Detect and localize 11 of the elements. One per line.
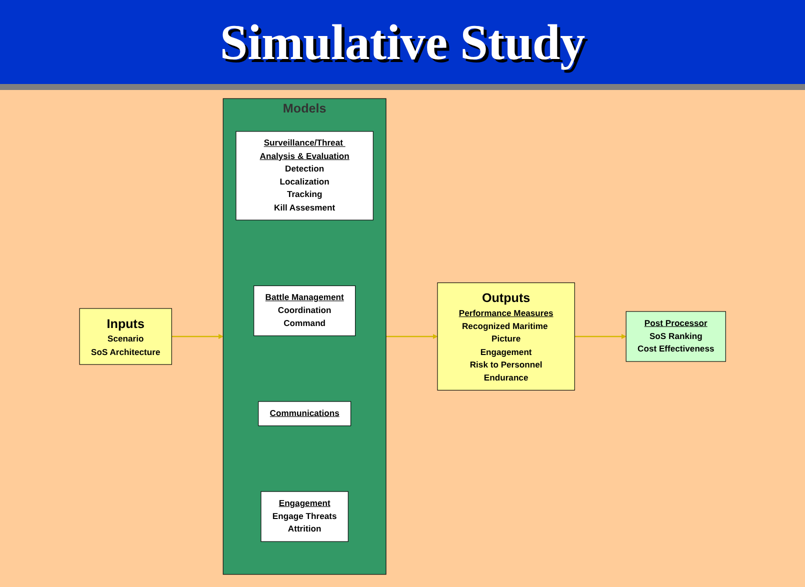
title: Simulative Study <box>220 13 586 71</box>
node-box: Post Processor SoS Ranking Cost Effectiveness <box>626 311 726 362</box>
node-box: Outputs Performance Measures Recognized Maritime Picture Engagement Risk to Personnel Endurance <box>437 282 575 390</box>
node-box: Communications <box>258 401 351 426</box>
arrow <box>172 334 224 339</box>
node-box: Engagement Engage Threats Attrition <box>260 491 348 542</box>
node-box: Inputs Scenario SoS Architecture <box>79 308 172 365</box>
node-box: Battle Management Coordination Command <box>253 285 356 336</box>
arrow <box>574 334 626 339</box>
node-box: Surveillance/Threat Analysis & Evaluation Detection Localization Tracking Kill Assesment <box>236 131 374 220</box>
arrow <box>386 334 438 339</box>
